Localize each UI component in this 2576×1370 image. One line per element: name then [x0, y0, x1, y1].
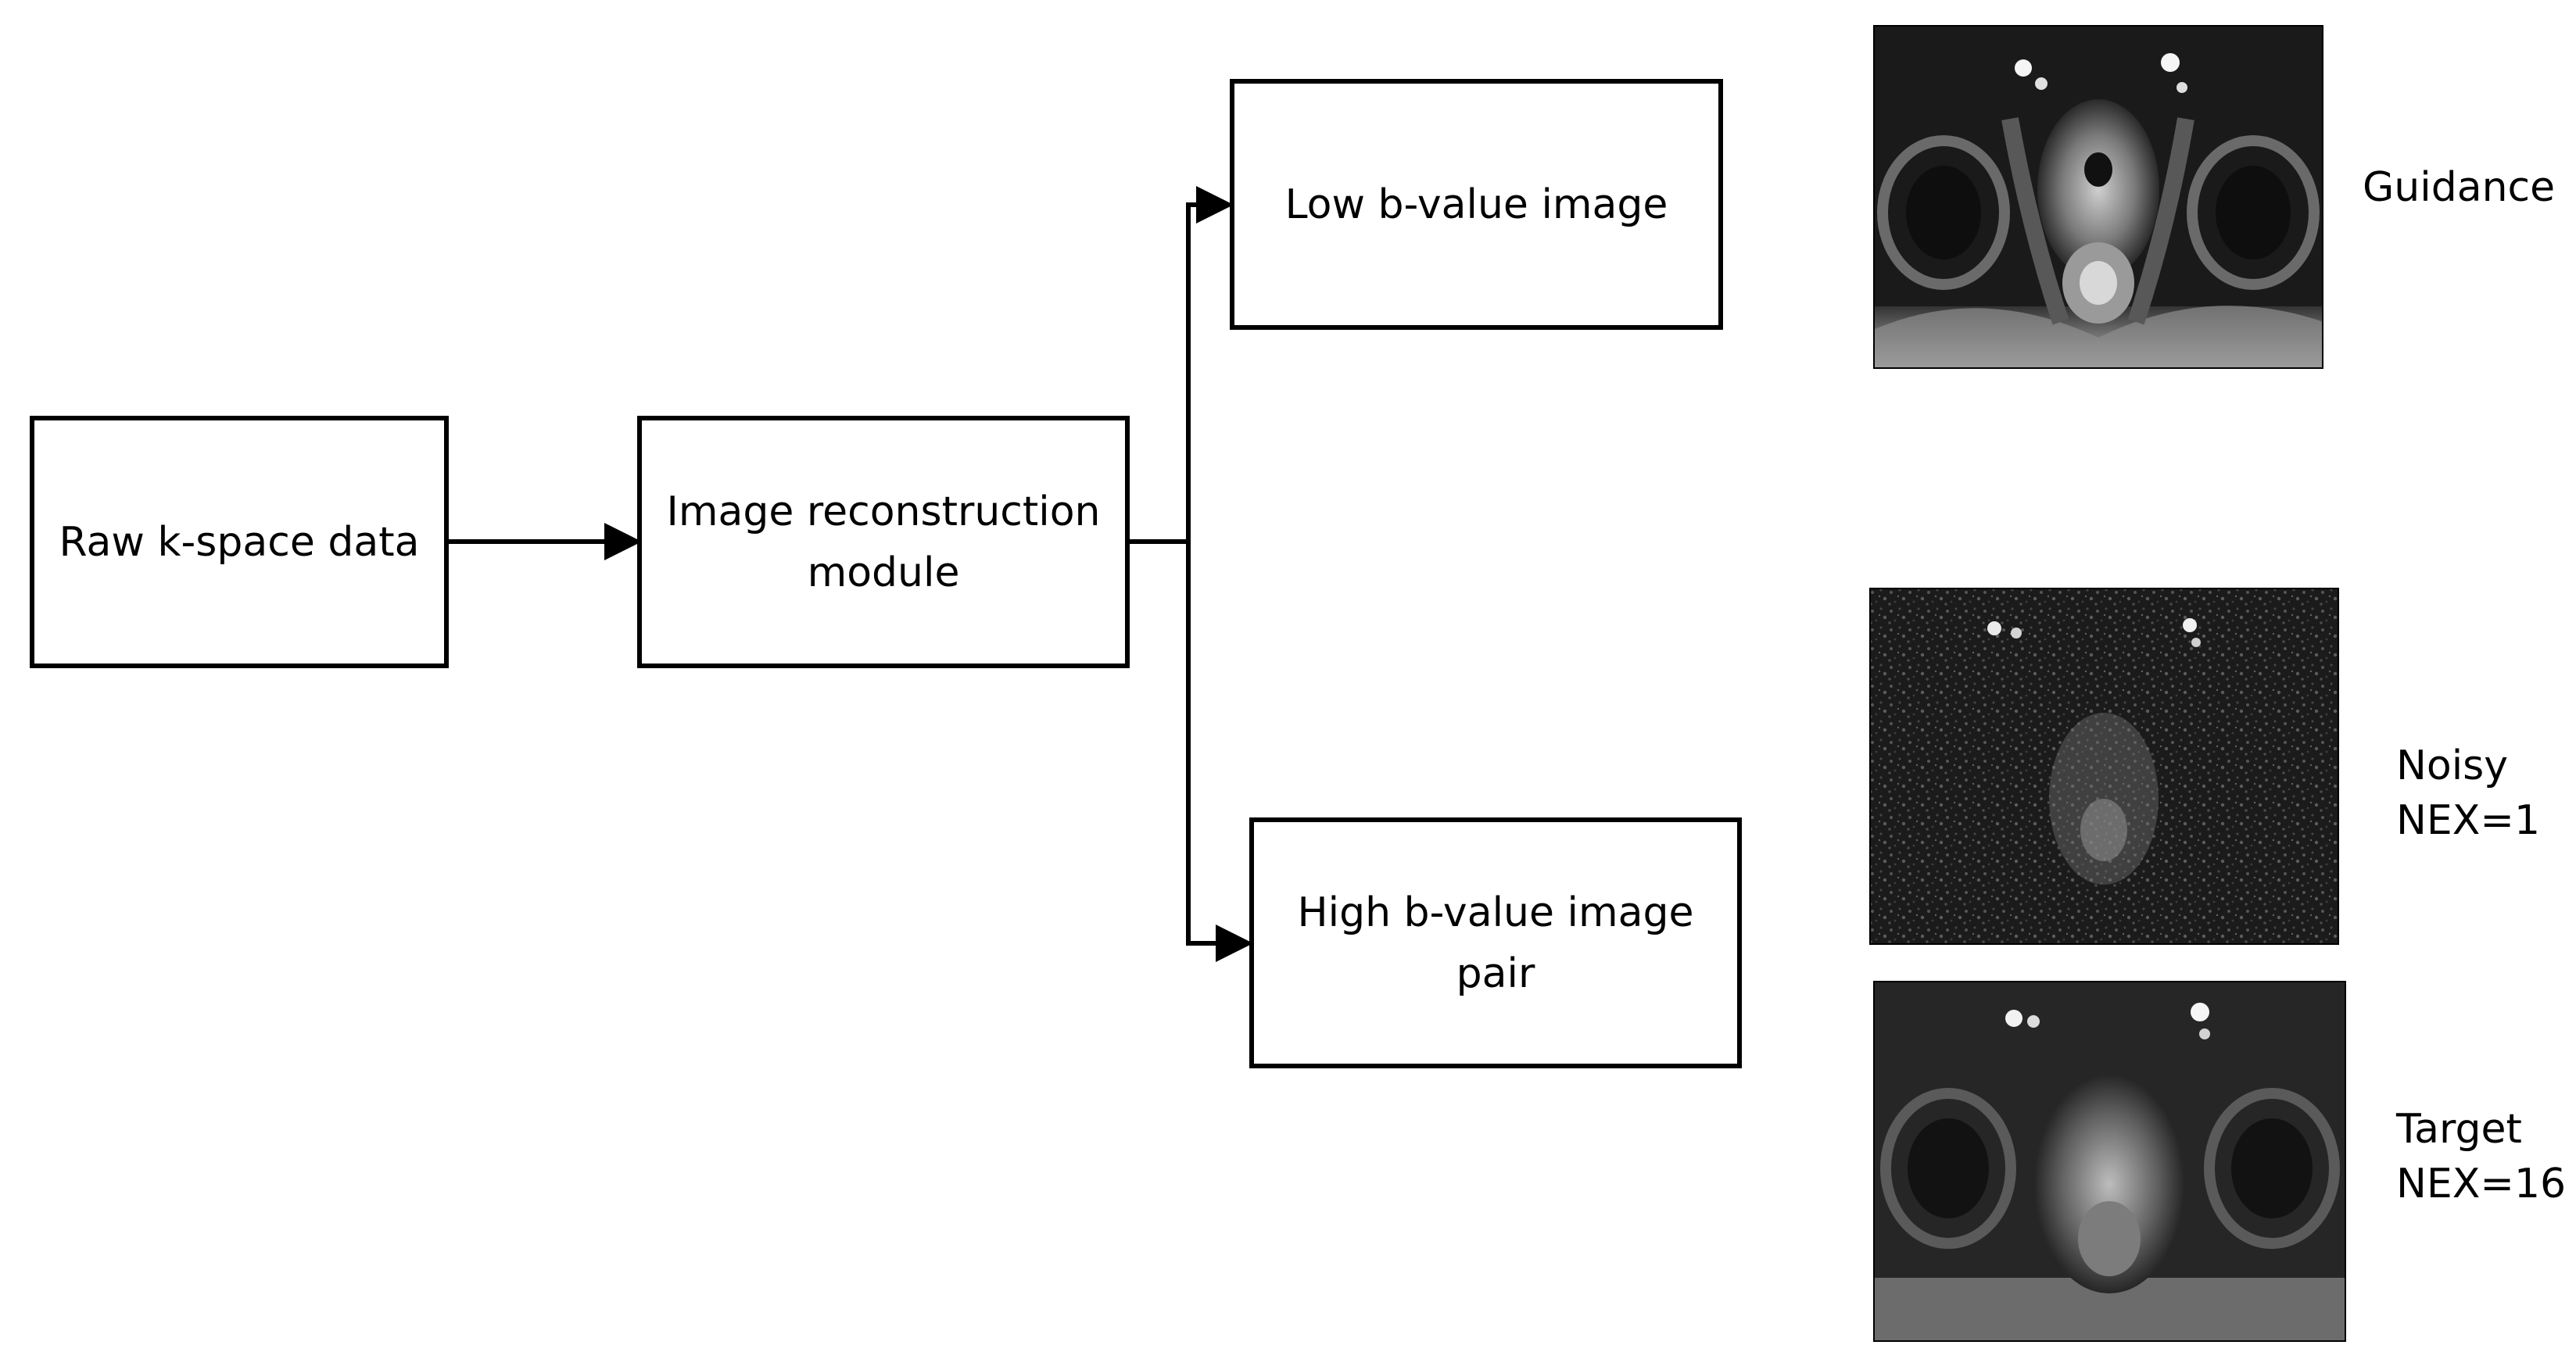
target-label: Target NEX=16	[2396, 1102, 2566, 1211]
arrow-to-high-b	[1186, 542, 1253, 962]
raw-kspace-box: Raw k-space data	[30, 416, 449, 668]
high-b-value-box: High b-value image pair	[1249, 817, 1742, 1068]
low-b-value-box: Low b-value image	[1230, 79, 1723, 330]
target-label-line-1: Target	[2396, 1106, 2522, 1153]
noisy-label: Noisy NEX=1	[2396, 739, 2540, 848]
high-b-value-label: High b-value image pair	[1298, 882, 1694, 1004]
low-b-value-line-1: Low b-value image	[1284, 181, 1668, 228]
noisy-label-line-1: Noisy	[2396, 742, 2509, 789]
guidance-mri-image	[1873, 25, 2323, 369]
reconstruction-box: Image reconstruction module	[637, 416, 1130, 668]
guidance-label-line-1: Guidance	[2363, 164, 2556, 211]
target-mri-image	[1873, 981, 2346, 1342]
raw-kspace-label: Raw k-space data	[59, 512, 420, 573]
low-b-value-label: Low b-value image	[1285, 174, 1668, 235]
noisy-mri-image	[1869, 588, 2339, 945]
high-b-value-line-1: High b-value image	[1297, 889, 1694, 936]
guidance-label: Guidance	[2363, 160, 2555, 215]
reconstruction-line-1: Image reconstruction	[666, 488, 1101, 535]
reconstruction-line-2: module	[807, 549, 960, 596]
noisy-label-line-2: NEX=1	[2396, 797, 2541, 844]
high-b-value-line-2: pair	[1456, 950, 1535, 997]
target-label-line-2: NEX=16	[2396, 1161, 2567, 1207]
reconstruction-label: Image reconstruction module	[667, 481, 1101, 603]
raw-kspace-line-1: Raw k-space data	[59, 518, 420, 566]
arrow-to-low-b	[1186, 186, 1234, 542]
